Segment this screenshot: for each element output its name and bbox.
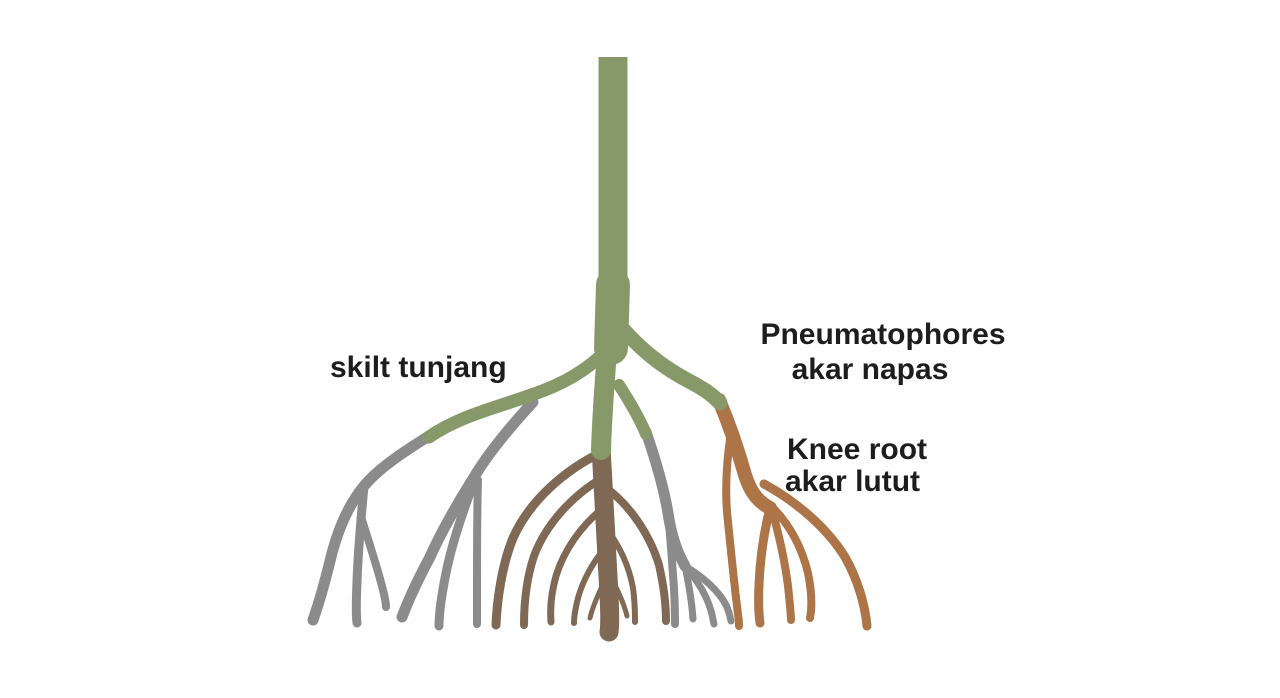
center-arch-right-2-path (603, 525, 638, 625)
stilt-root-left-short-fork-path (358, 516, 390, 611)
stilt-root-right-fork-4-path (681, 562, 735, 625)
knee-root-outer-arc-path (759, 479, 872, 631)
stilt-root-right-fork-3-path (681, 562, 718, 628)
trunk-left-branch-path (422, 341, 616, 444)
center-fork-left-path (587, 573, 610, 621)
stilt-root-left-outer-path (307, 430, 435, 626)
labels-group: skilt tunjang Pneumatophores akar napas … (330, 318, 1006, 498)
center-fork-right-path (607, 573, 630, 619)
center-arch-left-1-path (491, 447, 607, 630)
knee-root-fork-left-path (754, 503, 775, 628)
stilt-root-left-inner-fork-a-path (434, 472, 481, 631)
stilt-root-left-inner-path (396, 396, 539, 623)
label-knee-root-line1: Knee root (787, 433, 927, 466)
label-pneumatophores-line1: Pneumatophores (760, 318, 1005, 351)
label-knee-root-line2: akar lutut (785, 465, 920, 498)
center-arch-right-1-path (601, 483, 670, 625)
knee-root-fork-right-path (769, 504, 816, 622)
center-roots-group (491, 438, 670, 642)
knee-root-fork-mid-path (768, 506, 795, 624)
label-pneumatophores-line2: akar napas (792, 353, 949, 386)
knee-roots-group (712, 393, 872, 631)
stilt-root-right-fork-1-path (663, 496, 679, 628)
center-arch-left-4-path (571, 545, 608, 626)
trunk-right-branch-path (607, 312, 728, 411)
stilt-root-left-inner-fork-b-path (473, 476, 482, 628)
trunk-center-base-path (591, 342, 617, 460)
center-arch-left-2-path (520, 474, 606, 629)
stilt-roots-group (307, 396, 735, 631)
knee-root-main-path (712, 393, 777, 515)
trunk-group (422, 57, 728, 460)
center-arch-left-3-path (547, 504, 607, 626)
stilt-root-left-outer-fork-path (351, 481, 369, 628)
knee-root-early-branch-path (722, 428, 743, 630)
trunk-right-stub-path (613, 379, 652, 440)
label-stilt-roots: skilt tunjang (330, 351, 507, 384)
